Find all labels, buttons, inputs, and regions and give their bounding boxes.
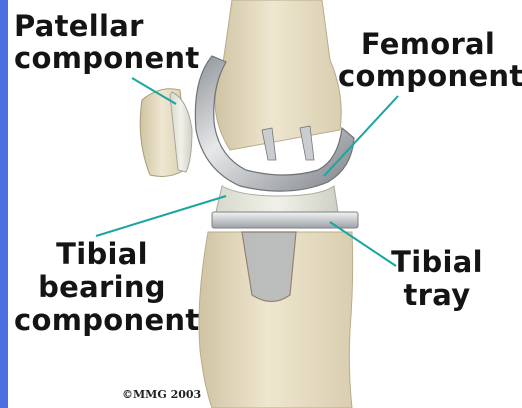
label-patellar-component: Patellar component [14, 12, 200, 73]
femur-bone [215, 0, 341, 150]
label-text: Tibial [372, 248, 502, 277]
pointer-tibial-bearing [96, 196, 226, 236]
copyright-notice: ©MMG 2003 [122, 388, 201, 401]
label-text: component [338, 62, 518, 91]
label-text: Femoral [338, 30, 518, 59]
label-text: component [14, 44, 200, 73]
label-text: bearing [14, 273, 190, 302]
label-text: tray [372, 281, 502, 310]
label-text: Tibial [14, 240, 190, 269]
label-text: component [14, 306, 190, 335]
label-tibial-bearing-component: Tibial bearing component [14, 240, 190, 335]
label-femoral-component: Femoral component [338, 30, 518, 91]
label-tibial-tray: Tibial tray [372, 248, 502, 310]
label-text: Patellar [14, 12, 200, 41]
